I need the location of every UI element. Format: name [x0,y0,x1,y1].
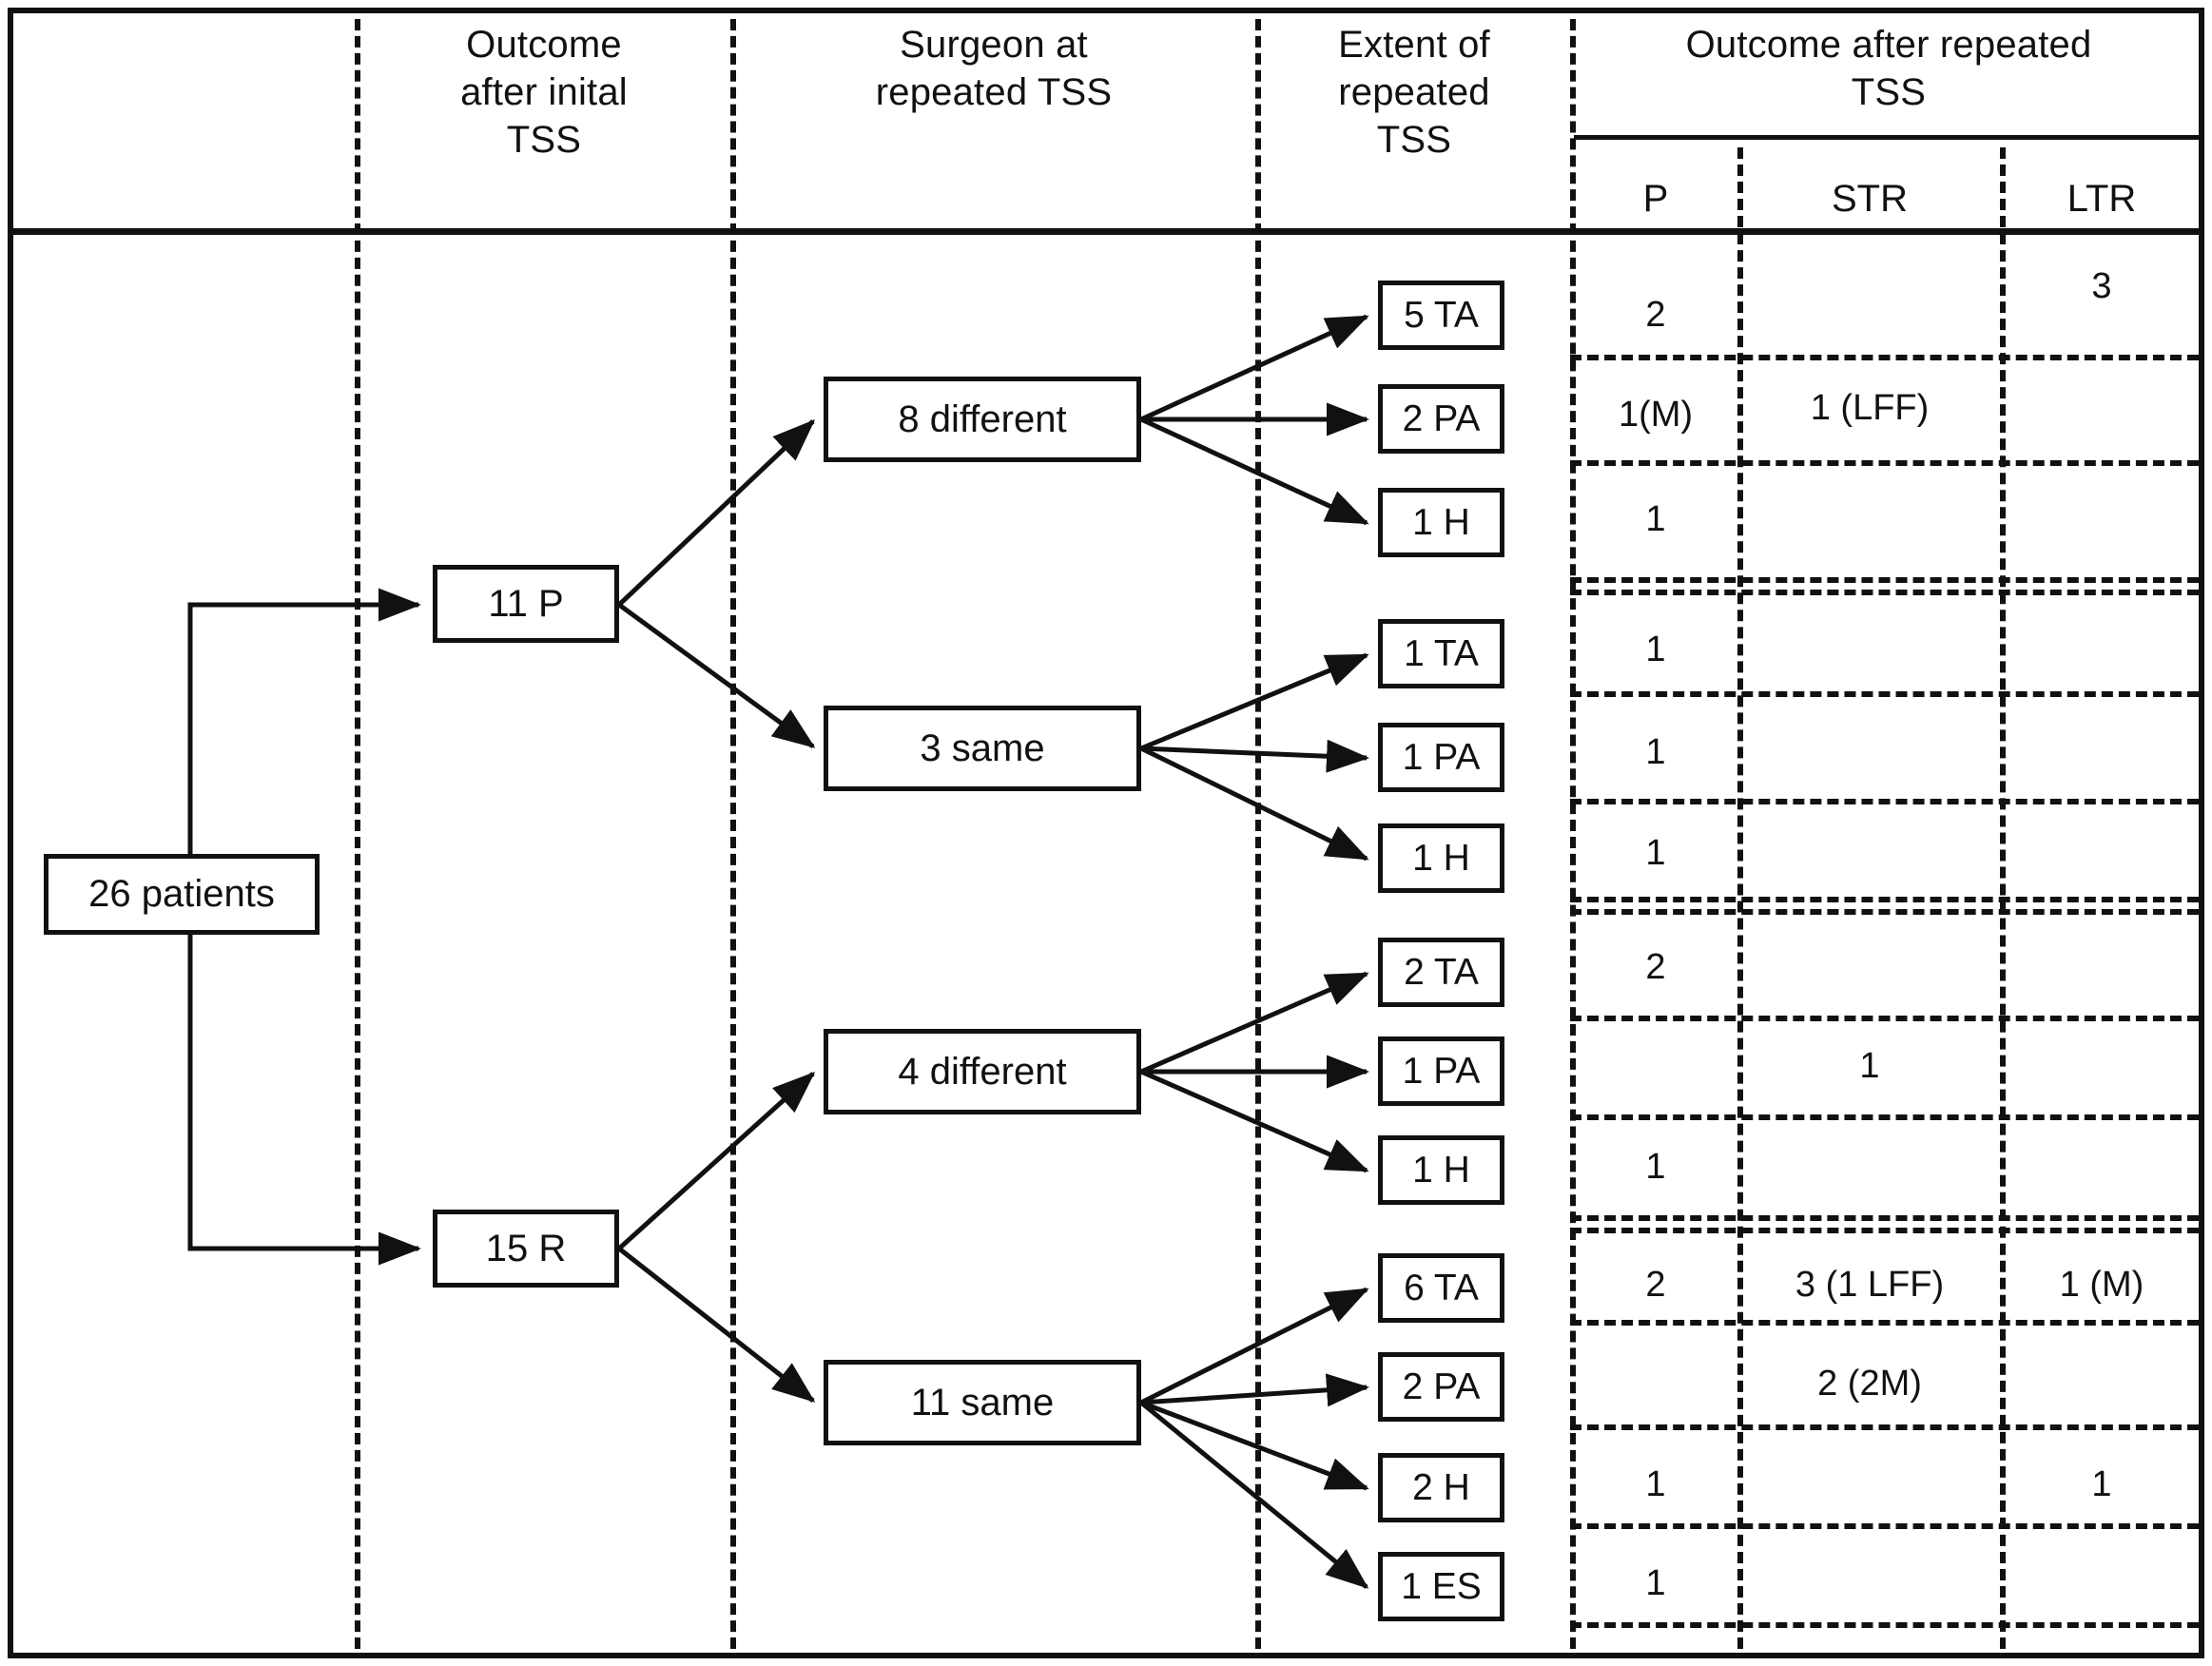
header-line: TSS [506,119,582,161]
outcome-row-divider-1 [1570,355,2199,360]
extent-box-1h-c[interactable]: 1 H [1378,1135,1504,1205]
surgeon-box-3-same[interactable]: 3 same [824,706,1141,791]
header-surgeon: Surgeon at repeated TSS [737,21,1251,116]
header-line: repeated [1338,71,1490,113]
outcome-cell-p: 1(M) [1618,395,1694,435]
subheader-str: STR [1832,178,1908,220]
header-line: Surgeon at [900,24,1088,66]
header-line: Extent of [1338,24,1490,66]
outcome-cell-p: 2 [1645,1265,1666,1305]
outcome-cell-p: 1 [1645,630,1666,669]
outcome-cell-p: 1 [1645,1147,1666,1187]
outcome-cell-ltr: 1 (M) [2059,1265,2144,1305]
extent-box-1ta[interactable]: 1 TA [1378,619,1504,688]
column-divider-4 [1570,19,1576,1649]
header-outcome-initial: Outcome after inital TSS [361,21,727,164]
outcome-cell-p: 1 [1645,732,1666,772]
header-line: repeated TSS [875,71,1113,113]
outcome-cell-p: 1 [1645,1563,1666,1603]
outcome-cell-ltr: 3 [2091,266,2112,306]
extent-box-2ta[interactable]: 2 TA [1378,938,1504,1007]
extent-box-1h-a[interactable]: 1 H [1378,488,1504,557]
subheader-p: P [1642,178,1669,220]
extent-box-2pa[interactable]: 2 PA [1378,384,1504,454]
header-line: after inital [460,71,628,113]
outcome-row-divider-2 [1570,460,2199,466]
extent-box-2pa-b[interactable]: 2 PA [1378,1352,1504,1422]
outcome-cell-p: 1 [1645,1464,1666,1504]
outcome-cell-str: 3 (1 LFF) [1795,1265,1945,1305]
outcome-row-divider-5 [1570,799,2199,804]
header-line: TSS [1376,119,1452,161]
outcome-row-divider-9 [1570,1215,2199,1221]
outcome-group-divider-3 [1570,1228,2199,1233]
outcome-group-divider-1 [1570,590,2199,595]
outcome-row-divider-10 [1570,1320,2199,1326]
outcome-subheader-rule [1574,135,2202,140]
outcome-cell-ltr: 1 [2091,1464,2112,1504]
outcome-cell-str: 1 (LFF) [1810,388,1930,428]
header-line: Outcome [466,24,622,66]
outcome-cell-str: 2 (2M) [1817,1364,1922,1404]
header-outcome-repeated: Outcome after repeated TSS [1577,21,2201,116]
outcome-row-divider-3 [1570,577,2199,583]
extent-box-6ta[interactable]: 6 TA [1378,1253,1504,1323]
outcome-cell-p: 2 [1645,947,1666,987]
column-divider-3 [1255,19,1261,1649]
extent-box-1pa-b[interactable]: 1 PA [1378,1036,1504,1106]
outcome-row-divider-4 [1570,691,2199,697]
outcome-row-divider-11 [1570,1424,2199,1430]
header-line: Outcome after repeated [1685,24,2092,66]
extent-box-1es[interactable]: 1 ES [1378,1552,1504,1621]
frame-right-rule [2199,8,2204,1658]
outcome-box-11p[interactable]: 11 P [433,565,619,643]
extent-box-1pa-a[interactable]: 1 PA [1378,723,1504,792]
outcome-group-divider-2 [1570,909,2199,915]
outcome-cell-str: 1 [1859,1046,1880,1086]
outcome-cell-p: 2 [1645,295,1666,335]
extent-box-1h-b[interactable]: 1 H [1378,823,1504,893]
outcome-row-divider-6 [1570,897,2199,902]
frame-top-rule [8,8,2204,13]
frame-left-rule [8,8,13,1658]
outcome-row-divider-12 [1570,1523,2199,1529]
header-bottom-rule [8,228,2204,235]
outcome-row-divider-13 [1570,1622,2199,1628]
outcome-cell-p: 1 [1645,833,1666,873]
root-box-26-patients[interactable]: 26 patients [44,854,320,935]
header-line: TSS [1851,71,1927,113]
surgeon-box-8-different[interactable]: 8 different [824,377,1141,462]
extent-box-2h[interactable]: 2 H [1378,1453,1504,1522]
column-divider-2 [730,19,736,1649]
header-extent: Extent of repeated TSS [1263,21,1565,164]
surgeon-box-11-same[interactable]: 11 same [824,1360,1141,1445]
outcome-row-divider-7 [1570,1016,2199,1021]
outcome-box-15r[interactable]: 15 R [433,1210,619,1288]
subheader-ltr: LTR [2066,178,2137,220]
surgeon-box-4-different[interactable]: 4 different [824,1029,1141,1114]
outcome-cell-p: 1 [1645,499,1666,539]
frame-bottom-rule [8,1653,2204,1658]
extent-box-5ta[interactable]: 5 TA [1378,281,1504,350]
column-divider-1 [355,19,360,1649]
outcome-row-divider-8 [1570,1114,2199,1120]
